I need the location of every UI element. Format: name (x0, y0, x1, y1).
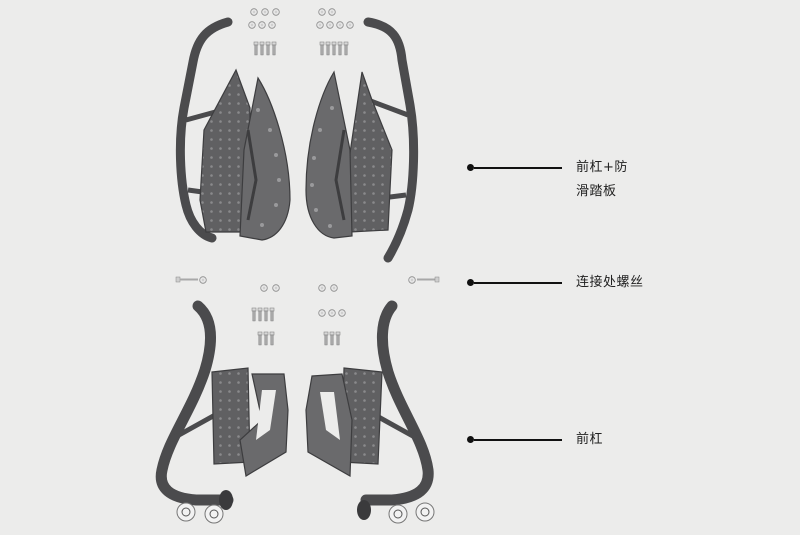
lower-left-hardware (251, 284, 280, 346)
callout-lower-line1: 前杠 (576, 432, 604, 447)
callout-line (474, 282, 562, 284)
left-badge-icon (176, 502, 224, 524)
right-skid-plate-front (305, 70, 353, 239)
callout-lower: 前杠 (467, 431, 603, 449)
callout-dot-icon (467, 436, 474, 443)
right-long-bolt (408, 276, 440, 284)
callout-upper-line1: 前杠+防 (576, 160, 628, 175)
connection-bolts (175, 276, 440, 284)
left-long-bolt (175, 276, 207, 284)
callout-middle-line1: 连接处螺丝 (576, 275, 644, 290)
callout-upper-label: 前杠+防 滑踏板 (576, 159, 628, 201)
right-skid-plate-rear (345, 71, 393, 233)
callout-middle-label: 连接处螺丝 (576, 274, 644, 292)
right-badge-icon (388, 502, 435, 524)
left-crash-bar (175, 17, 233, 243)
right-crash-bar (363, 17, 419, 263)
left-skid-plate-rear (199, 68, 251, 233)
callout-lower-label: 前杠 (576, 431, 603, 449)
right-lower-bar (360, 300, 434, 506)
callout-upper: 前杠+防 滑踏板 (467, 159, 628, 201)
callout-dot-icon (467, 164, 474, 171)
callout-dot-icon (467, 279, 474, 286)
upper-right-hardware (316, 8, 354, 56)
lower-assembly (155, 284, 435, 524)
left-lower-bar (155, 300, 234, 506)
callout-line (474, 439, 562, 441)
callout-upper-line2: 滑踏板 (576, 184, 617, 199)
lower-right-hardware (318, 284, 346, 346)
callout-line (474, 167, 562, 169)
upper-left-hardware (248, 8, 280, 56)
upper-assembly (175, 8, 419, 263)
callout-middle: 连接处螺丝 (467, 274, 644, 292)
